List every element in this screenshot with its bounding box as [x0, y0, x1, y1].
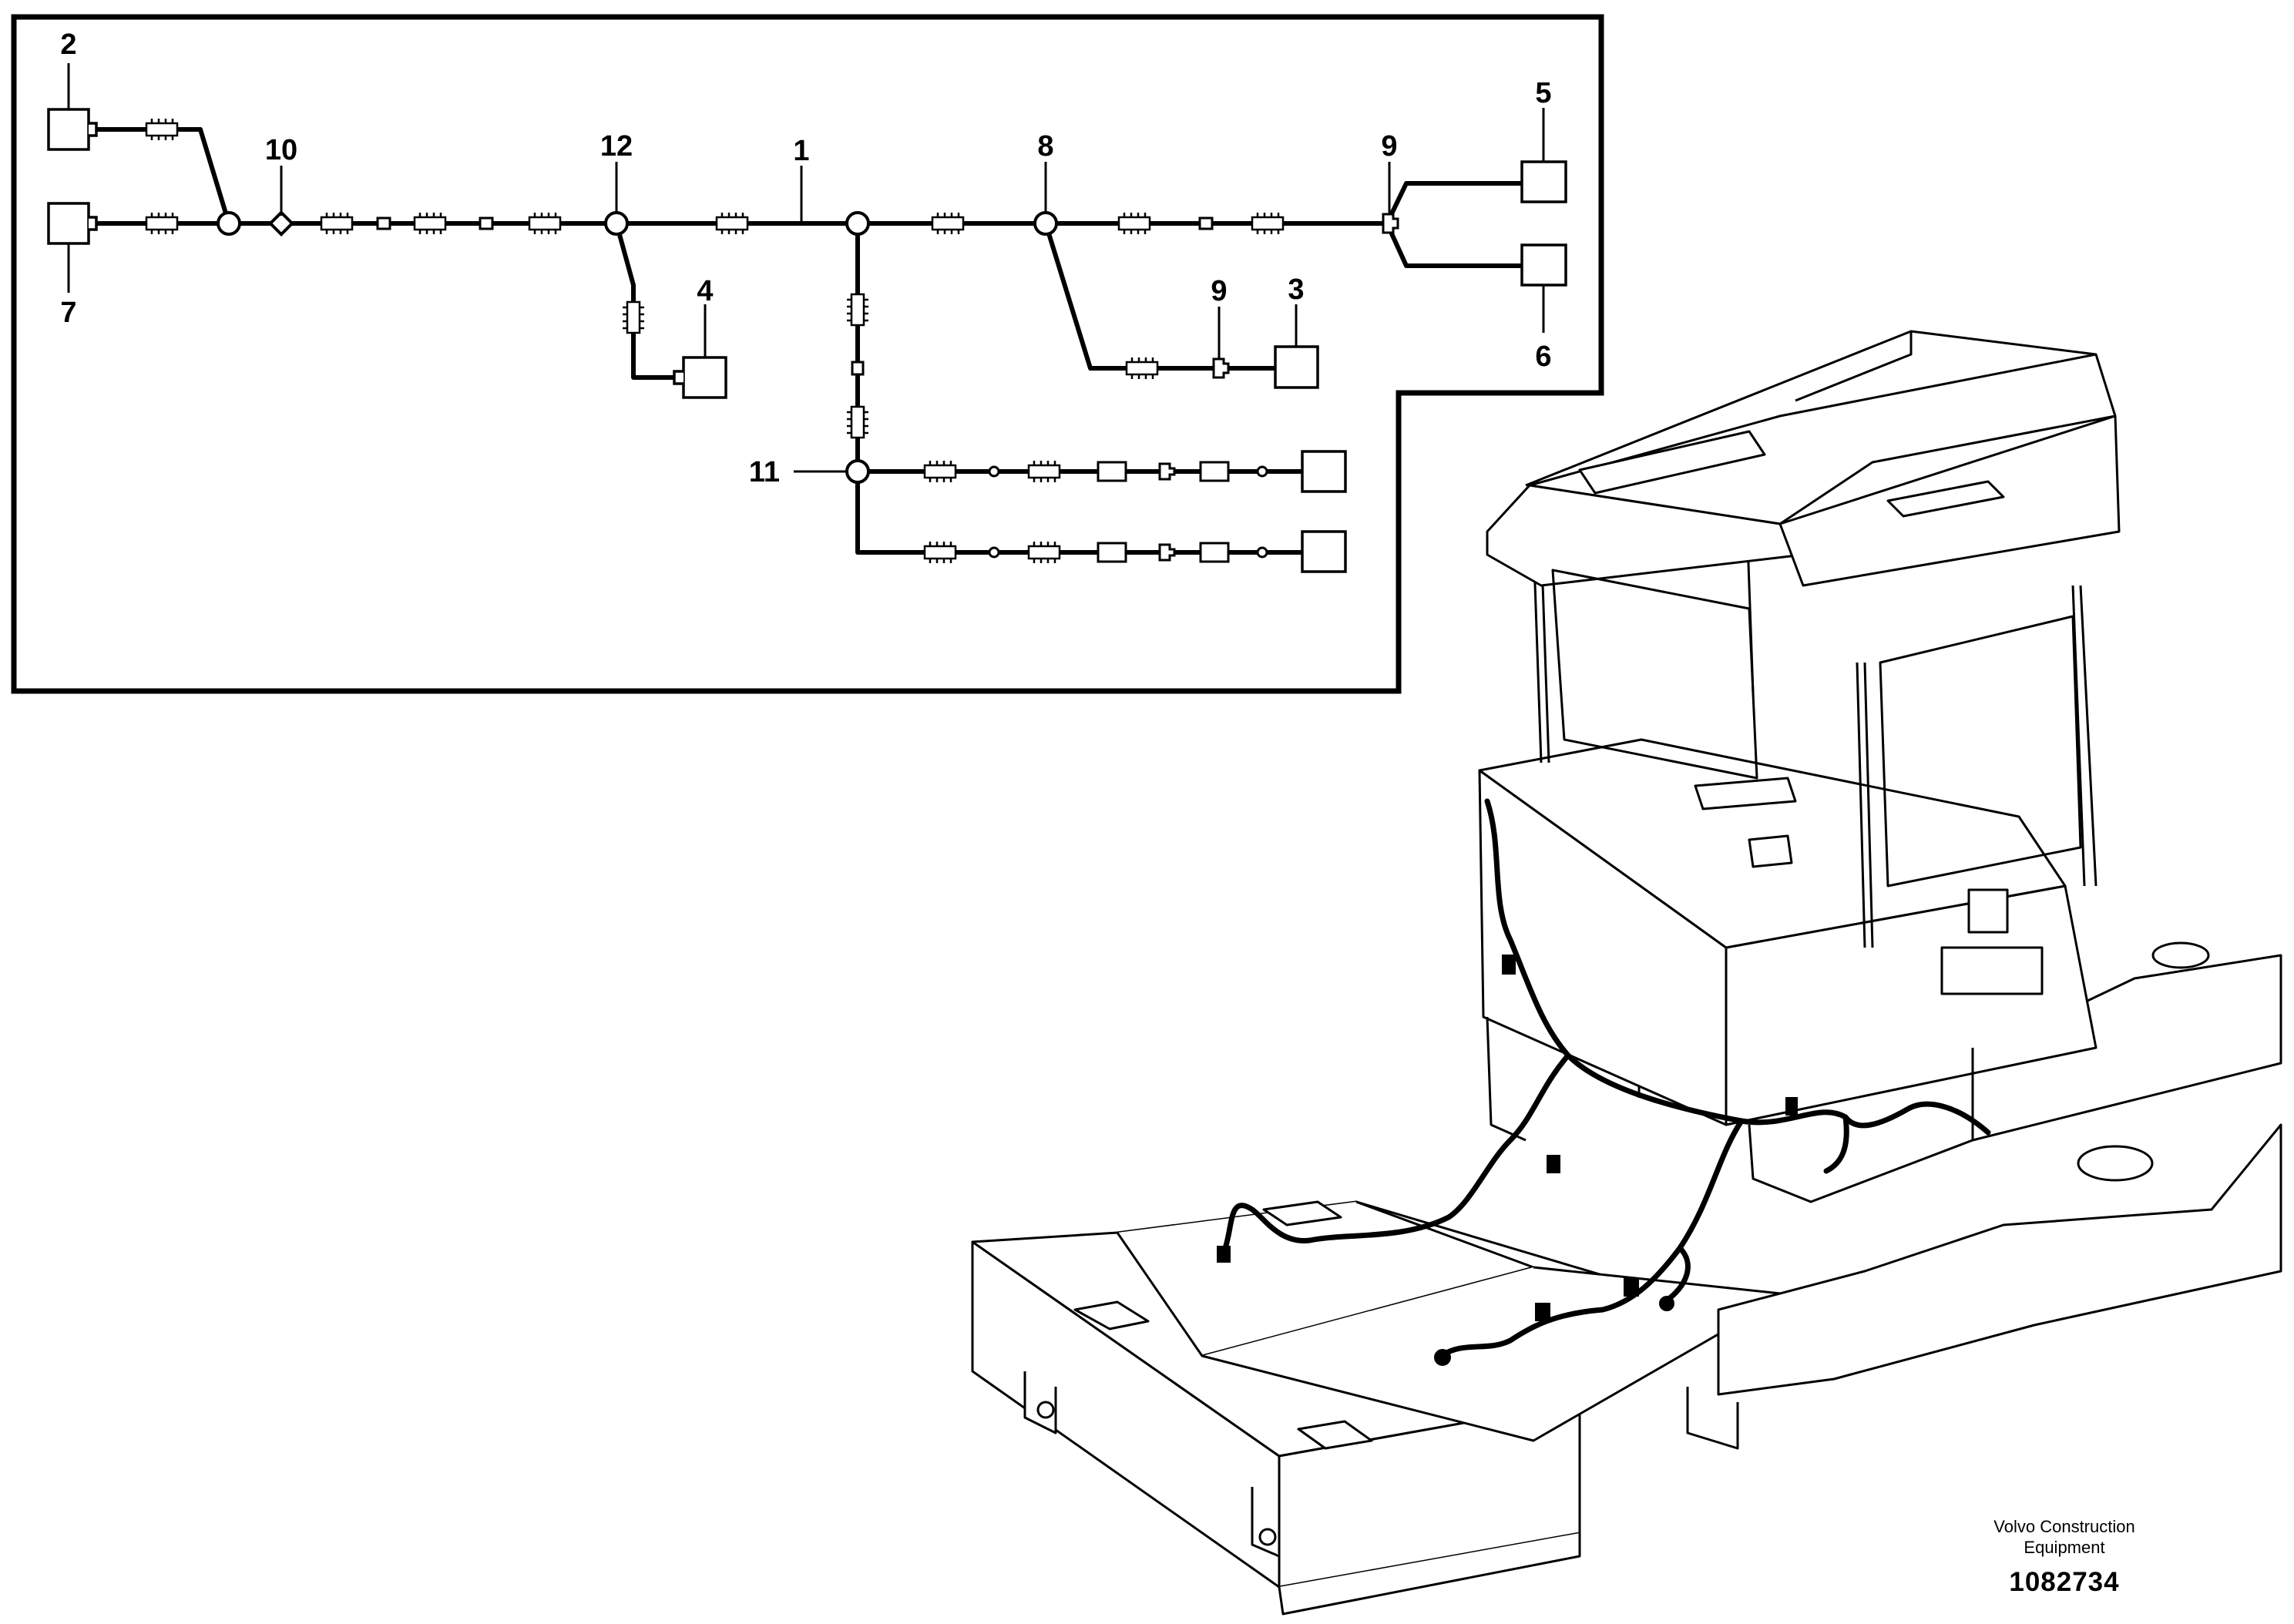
- machine-harness-connectors: [1217, 955, 1798, 1366]
- component-box: [1301, 450, 1347, 493]
- junction-node-11: [845, 459, 870, 484]
- schematic-frame: [11, 14, 1604, 694]
- component-2-box: [47, 108, 90, 151]
- component-3-box: [1274, 345, 1319, 389]
- callout-9-top: 9: [1381, 130, 1397, 163]
- callout-4: 4: [697, 275, 713, 307]
- component-4-box: [682, 356, 727, 399]
- diamond-node-10: [268, 210, 294, 237]
- callout-1: 1: [793, 135, 809, 167]
- brand-name-line1: Volvo Construction: [1993, 1517, 2135, 1536]
- junction-node-12: [604, 211, 629, 236]
- components: [47, 108, 1567, 573]
- component-5-box: [1520, 160, 1567, 203]
- pivot-hole: [2077, 1145, 2154, 1182]
- drawing-number: 1082734: [2009, 1567, 2120, 1597]
- callout-7: 7: [60, 297, 76, 329]
- junction-node: [217, 211, 241, 236]
- callout-9-lower: 9: [1211, 275, 1227, 307]
- component-7-box: [47, 202, 90, 245]
- junction-node: [845, 211, 870, 236]
- callout-labels: 1 2 3 4 5 6 7 8 9 9 10 11 12 1: [60, 29, 1647, 1033]
- inline-connectors: [145, 117, 1285, 565]
- counterweight-side: [1278, 1533, 1581, 1616]
- callout-10: 10: [265, 134, 297, 166]
- component-box: [1301, 530, 1347, 573]
- callout-2: 2: [60, 29, 76, 61]
- front-frame: [1717, 1123, 2282, 1396]
- junction-nodes: [217, 210, 1058, 484]
- brand-name-line2: Equipment: [2024, 1538, 2105, 1557]
- component-6-box: [1520, 243, 1567, 287]
- callout-3: 3: [1288, 273, 1304, 306]
- frame-rail-right: [1201, 1266, 1789, 1442]
- callout-11: 11: [749, 456, 780, 488]
- cab-pillar-front-right: [1856, 662, 1866, 948]
- junction-node-8: [1033, 211, 1058, 236]
- callout-5: 5: [1535, 77, 1551, 109]
- harness-wires: [96, 127, 1522, 555]
- machine-illustration: [971, 330, 2282, 1616]
- cab-window-side: [1879, 615, 2082, 887]
- cab-pillar-rear-right: [2079, 585, 2098, 887]
- cab-window-front: [1551, 569, 1758, 780]
- callout-12: 12: [600, 130, 633, 163]
- inline-splices: [376, 213, 1399, 563]
- brand-block: Volvo Construction Equipment 1082734: [1903, 1516, 2226, 1598]
- callout-8: 8: [1037, 130, 1053, 163]
- pivot-hole: [2151, 941, 2210, 969]
- callout-6: 6: [1535, 341, 1551, 373]
